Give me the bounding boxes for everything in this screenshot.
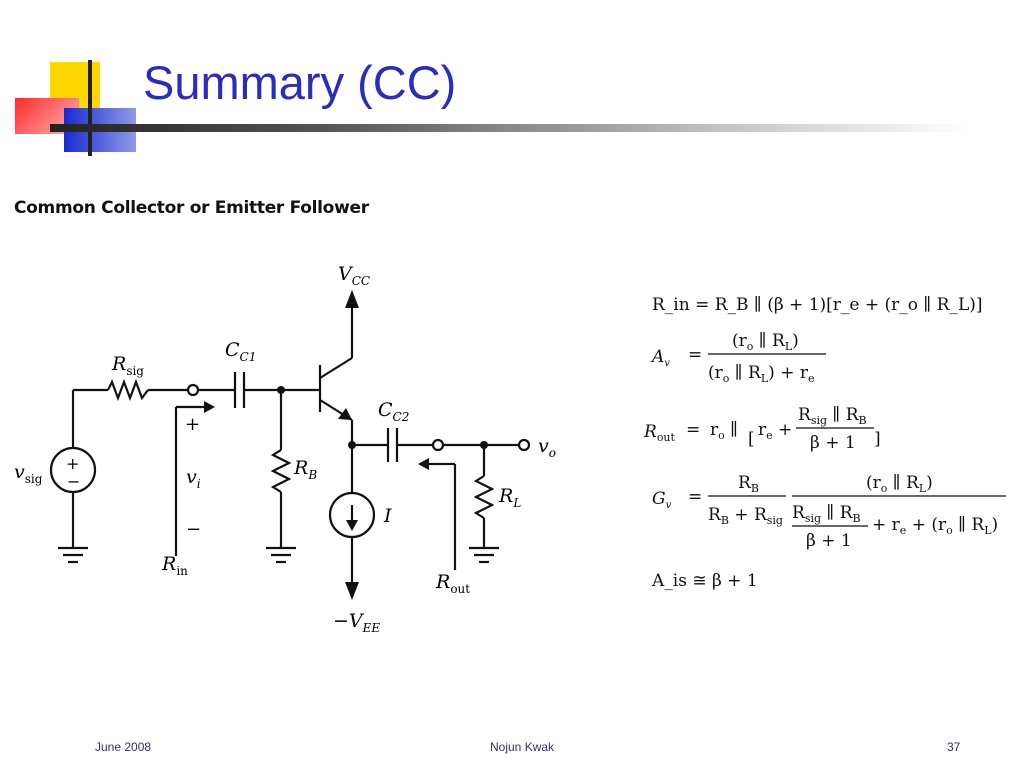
deco-vertical-line [88,60,92,156]
vi-label: vi [186,466,201,491]
title-rule [50,124,970,132]
svg-text:+ re + (ro ∥ RL): + re + (ro ∥ RL) [872,515,998,537]
ais-equation: A_is ≅ β + 1 [651,571,758,591]
cc2-label: CC2 [378,399,409,424]
vee-label: −VEE [333,610,380,635]
vcc-label: VCC [338,263,370,288]
emitter-follower-circuit: VCC Rsig CC1 CC2 RB RL vsig vi vo Rin Ro… [14,263,556,635]
svg-text:β + 1: β + 1 [806,531,852,551]
svg-text:Rsig ∥ RB: Rsig ∥ RB [792,503,861,525]
av-equation: Av = (ro ∥ RL) (ro ∥ RL) + re [650,331,826,385]
slide-title: Summary (CC) [143,56,457,109]
svg-text:]: ] [874,429,881,449]
svg-text:(ro ∥ RL): (ro ∥ RL) [732,331,799,353]
rout-equation: Rout = ro ∥ [ re + Rsig ∥ RB β + 1 ] [643,405,881,453]
vsig-plus-sign: + [66,454,79,473]
svg-text:ro ∥: ro ∥ [710,420,738,442]
rin-equation: R_in = R_B ∥ (β + 1)[r_e + (r_o ∥ R_L)] [652,295,983,315]
vo-label: vo [538,435,556,460]
svg-text:RB: RB [738,473,759,495]
slide-subtitle: Common Collector or Emitter Follower [14,198,369,218]
svg-text:re +: re + [758,420,792,442]
rsig-label: Rsig [111,353,144,378]
footer-author: Nojun Kwak [490,740,555,754]
svg-text:Gv: Gv [652,489,672,511]
svg-text:[: [ [748,429,755,449]
vi-plus-sign: + [185,414,200,435]
svg-text:Rsig ∥ RB: Rsig ∥ RB [798,405,867,427]
rin-label: Rin [161,553,188,578]
gv-equation: Gv = RB RB + Rsig (ro ∥ RL) Rsig ∥ RB β … [652,473,1006,551]
cc1-label: CC1 [225,339,256,364]
svg-text:Av: Av [650,347,670,369]
svg-text:RB + Rsig: RB + Rsig [708,505,783,527]
equations-panel: R_in = R_B ∥ (β + 1)[r_e + (r_o ∥ R_L)] … [640,280,1020,600]
footer-page-number: 37 [947,740,961,754]
rl-label: RL [498,485,521,510]
svg-text:Rout: Rout [643,422,676,444]
svg-text:=: = [688,487,702,507]
svg-text:β + 1: β + 1 [810,433,856,453]
vsig-label: vsig [14,461,43,486]
current-label: I [383,505,392,527]
svg-text:(ro ∥ RL): (ro ∥ RL) [866,473,933,495]
vsig-minus-sign: − [67,472,80,491]
svg-text:(ro ∥ RL) + re: (ro ∥ RL) + re [708,363,815,385]
svg-text:=: = [688,345,702,365]
rb-label: RB [293,457,317,482]
footer-date: June 2008 [95,740,152,754]
svg-text:=: = [686,420,700,440]
rout-label: Rout [435,571,470,596]
vi-minus-sign: − [186,519,201,540]
